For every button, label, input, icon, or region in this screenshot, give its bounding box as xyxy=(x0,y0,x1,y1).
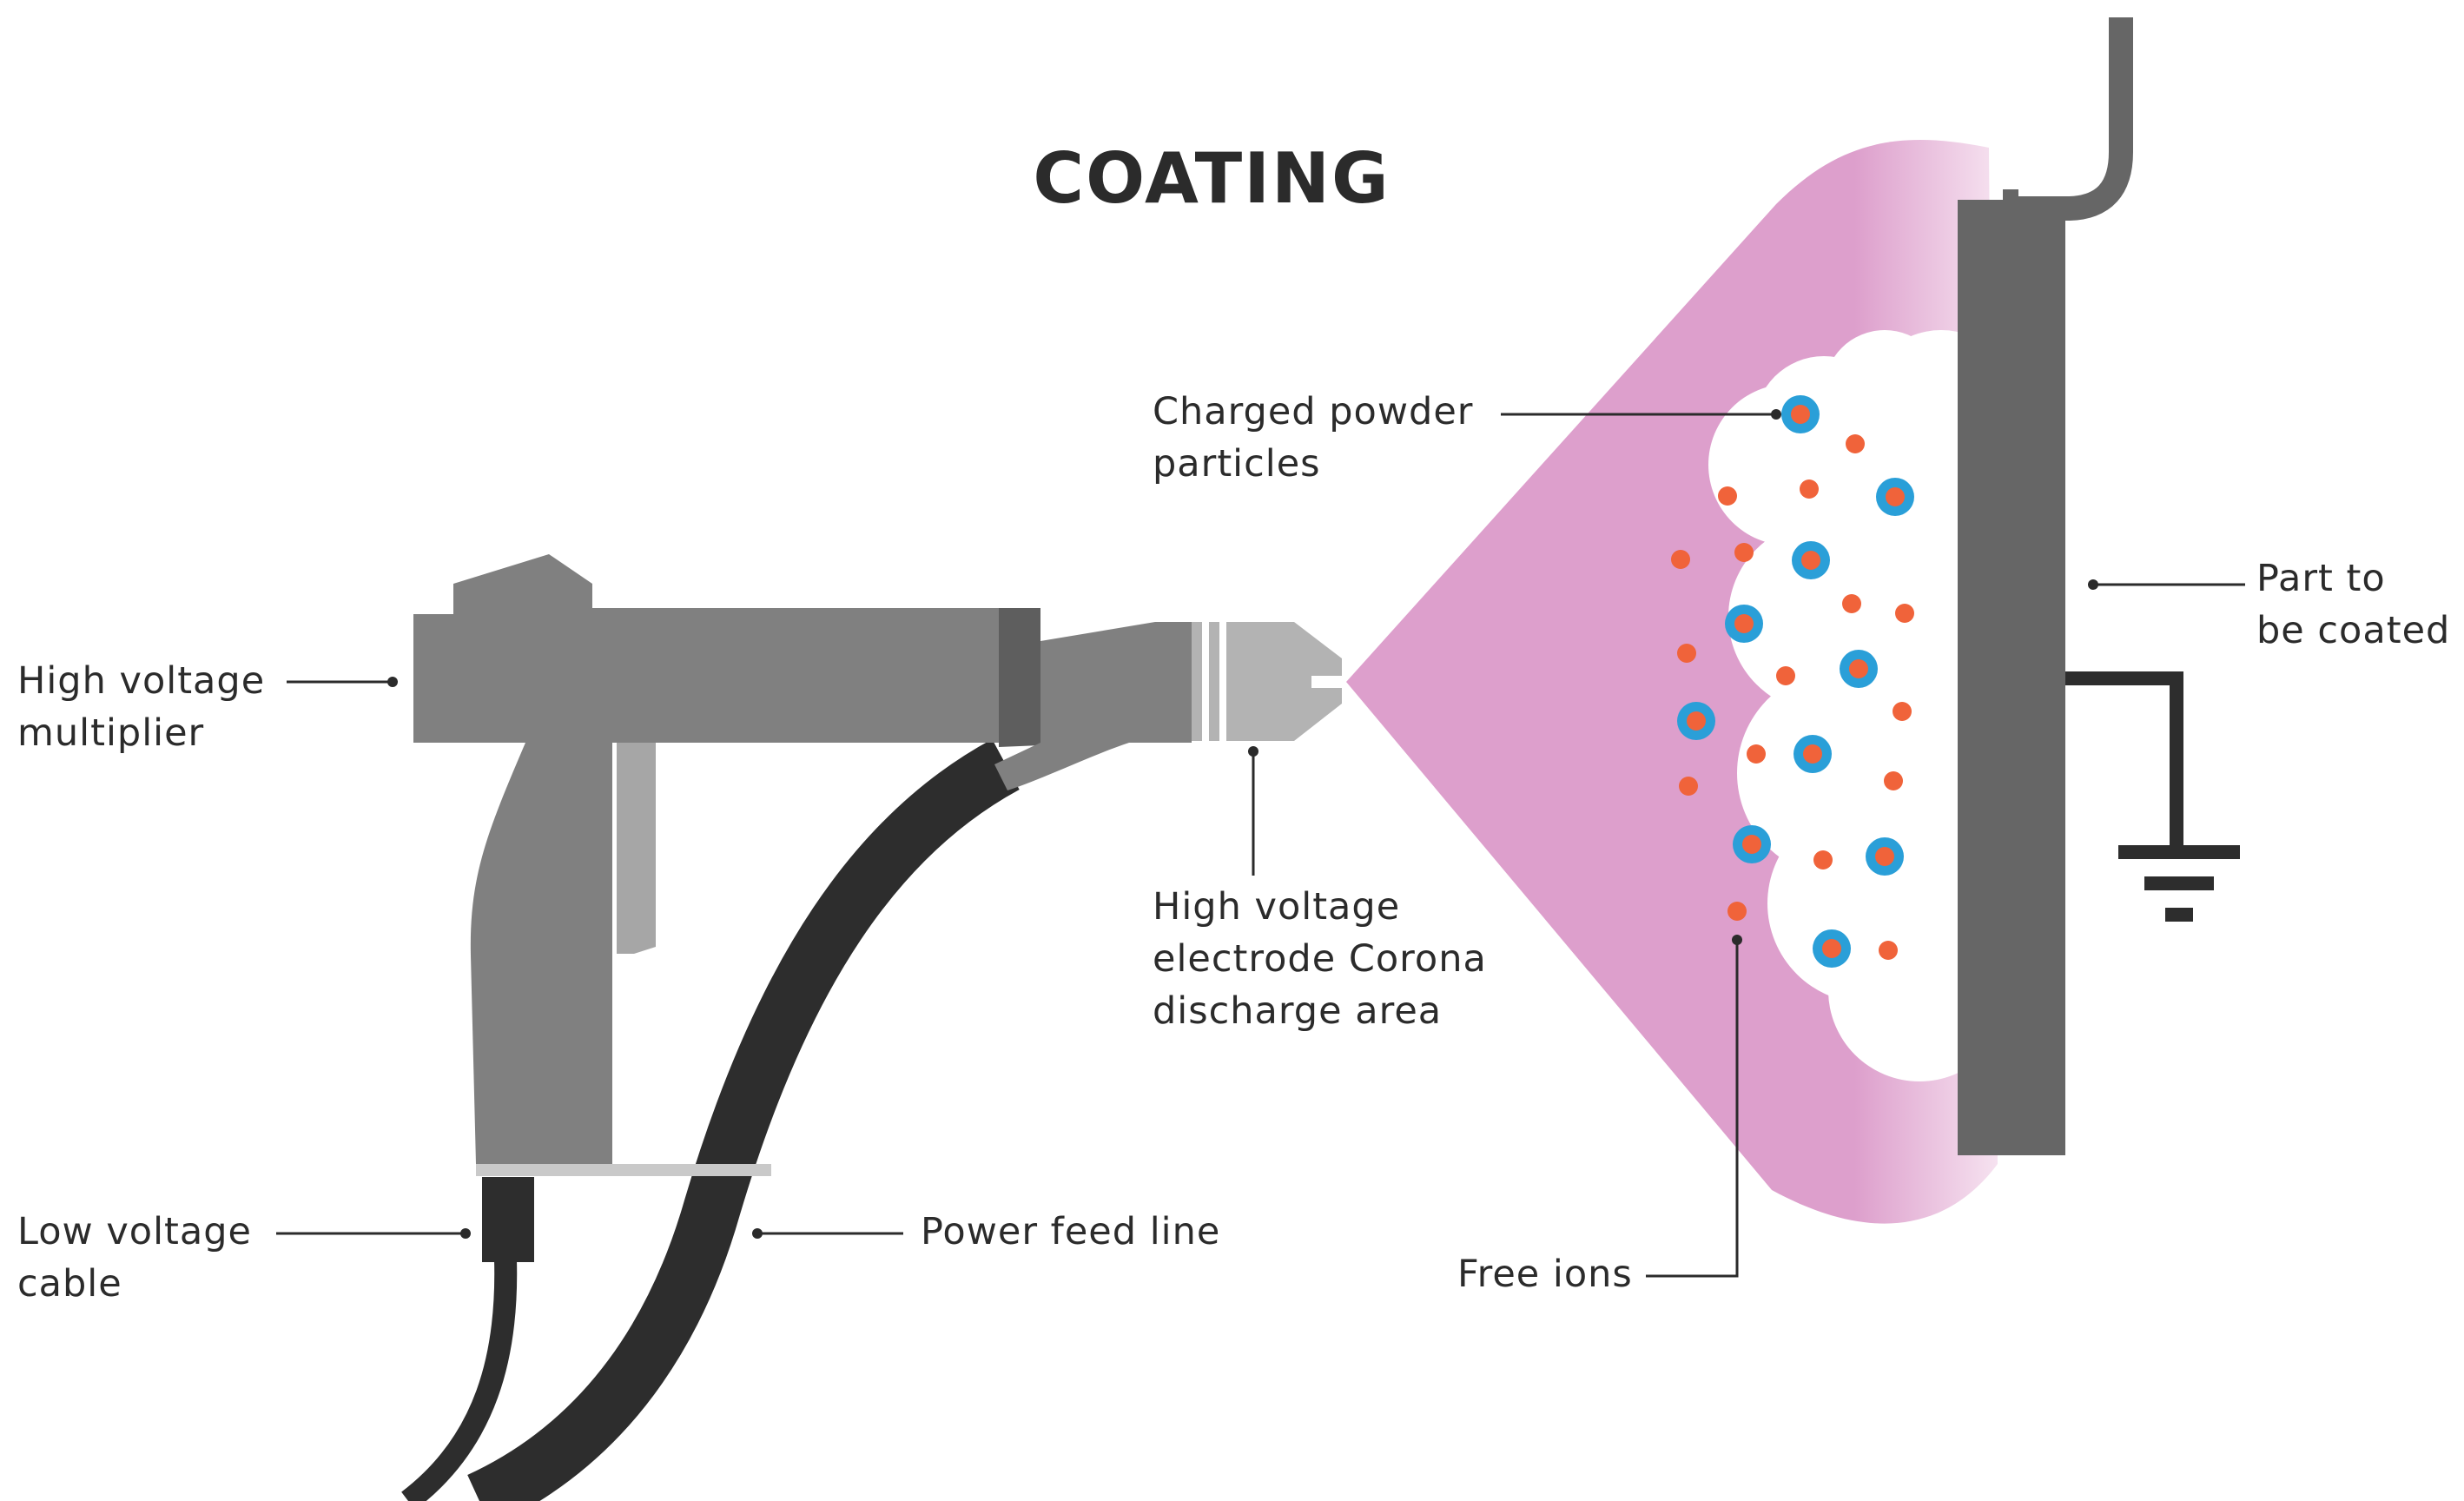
label-charged-powder-particles: Charged powder particles xyxy=(1153,390,1486,486)
gun-neck xyxy=(994,622,1192,790)
free-ion xyxy=(1842,594,1861,613)
charged-particle xyxy=(1813,929,1851,968)
label-electrode-corona-discharge: High voltage electrode Corona discharge … xyxy=(1153,885,1499,1033)
gun-trigger xyxy=(617,743,656,954)
label-high-voltage-multiplier: High voltage multiplier xyxy=(17,659,278,755)
free-ion xyxy=(1800,479,1819,499)
free-ion xyxy=(1671,550,1690,569)
free-ion xyxy=(1727,902,1747,921)
gun-barrel xyxy=(413,554,999,743)
gun-handle xyxy=(470,743,612,1164)
charged-particle xyxy=(1725,605,1763,643)
label-part-to-be-coated: Part to be coated xyxy=(2256,557,2450,652)
part-to-be-coated xyxy=(1958,200,2065,1155)
charged-particle xyxy=(1677,702,1715,740)
nozzle-ring xyxy=(1192,622,1202,741)
ground-symbol-icon xyxy=(2065,671,2240,922)
label-free-ions: Free ions xyxy=(1457,1253,1633,1296)
free-ion xyxy=(1879,941,1898,960)
charged-particle xyxy=(1733,825,1771,863)
gun-connector xyxy=(482,1177,534,1262)
charged-particle xyxy=(1781,395,1820,433)
nozzle-ring xyxy=(1209,622,1219,741)
free-ion xyxy=(1895,604,1914,623)
free-ion xyxy=(1747,744,1766,764)
gun-handle-band xyxy=(476,1164,771,1176)
label-power-feed-line: Power feed line xyxy=(921,1210,1220,1253)
charged-powder-particles xyxy=(1677,395,1914,968)
label-low-voltage-cable: Low voltage cable xyxy=(17,1210,265,1306)
charged-particle xyxy=(1794,735,1832,773)
hanger-hook xyxy=(2011,17,2133,221)
free-ion xyxy=(1884,771,1903,790)
leader-lines xyxy=(276,409,2245,1278)
free-ion xyxy=(1734,543,1754,562)
free-ion xyxy=(1677,644,1696,663)
free-ion xyxy=(1846,434,1865,453)
diagram-title: COATING xyxy=(1033,138,1390,219)
gun-collar xyxy=(999,608,1040,747)
charged-particle xyxy=(1866,837,1904,876)
power-feed-line-cable xyxy=(466,738,1020,1501)
charged-particle xyxy=(1792,541,1830,579)
free-ion xyxy=(1679,777,1698,796)
charged-particle xyxy=(1876,478,1914,516)
free-ion xyxy=(1813,850,1833,870)
free-ions xyxy=(1671,434,1914,960)
free-ion xyxy=(1718,486,1737,506)
free-ion xyxy=(1893,702,1912,721)
low-voltage-cable xyxy=(401,1259,518,1501)
nozzle-electrode xyxy=(1226,622,1342,741)
spray-gun xyxy=(413,554,1342,1262)
free-ion xyxy=(1776,666,1795,685)
charged-particle xyxy=(1840,650,1878,688)
